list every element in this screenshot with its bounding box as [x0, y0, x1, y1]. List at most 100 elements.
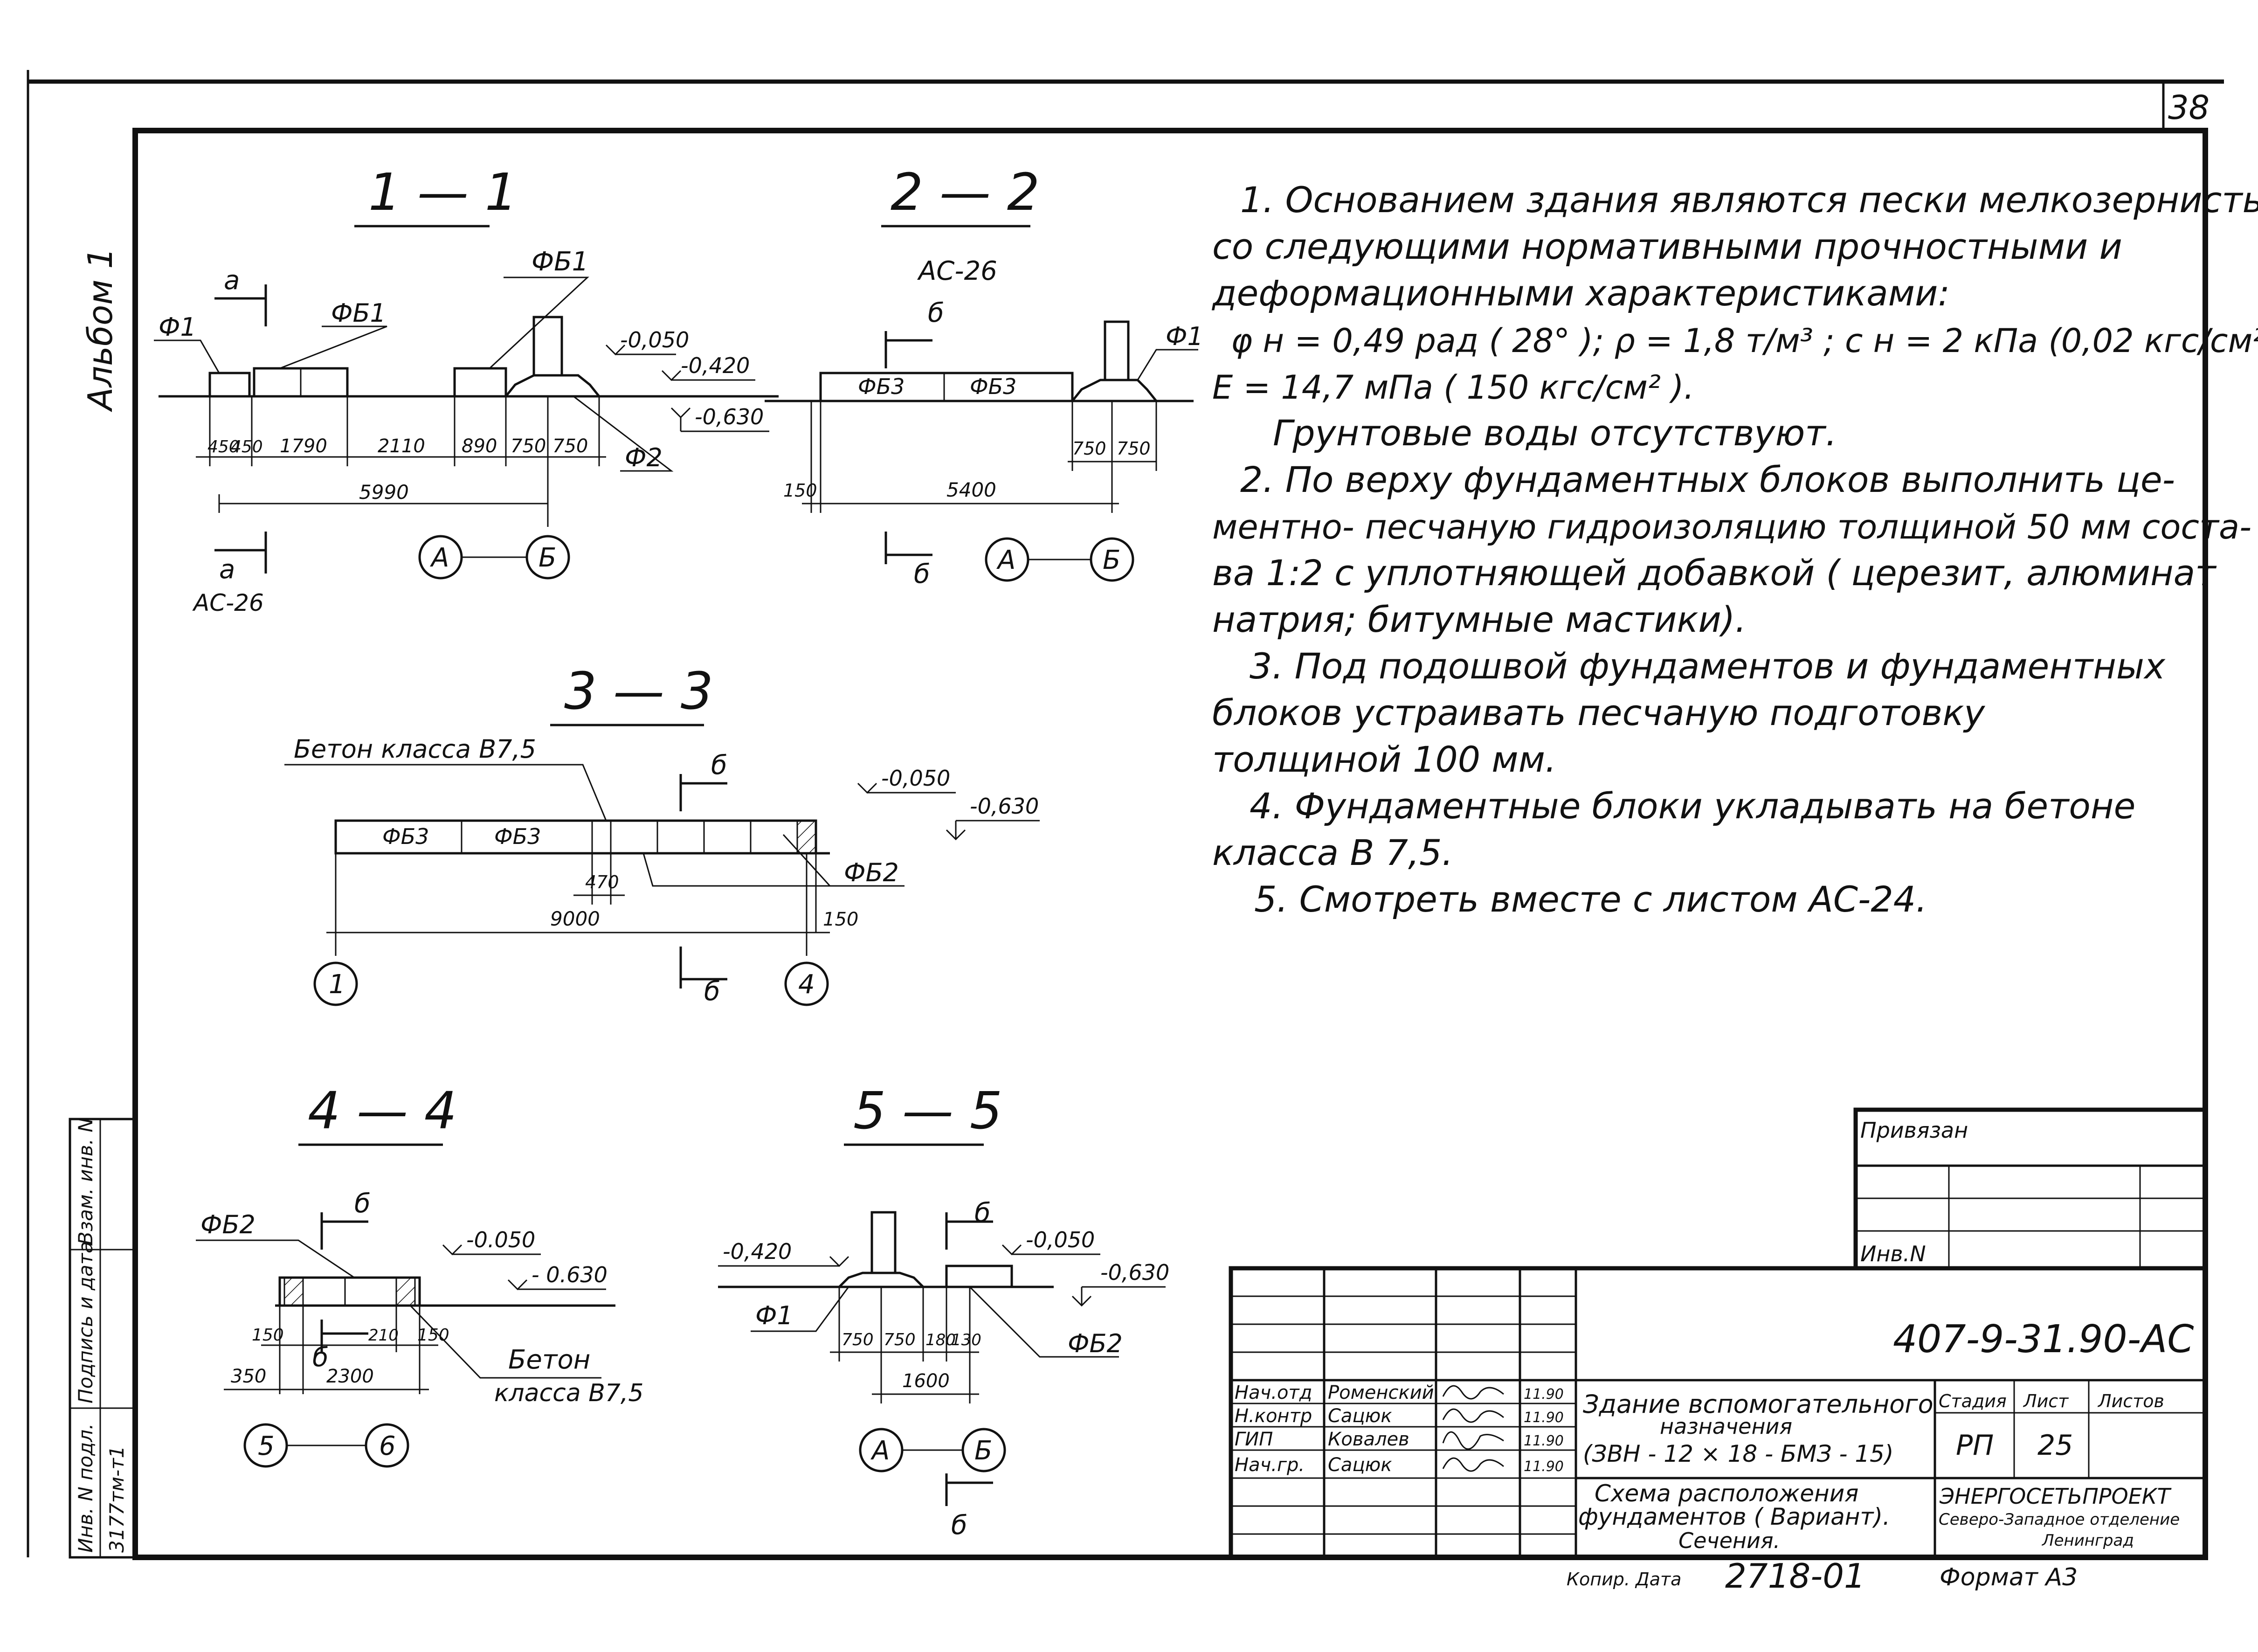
- label-f1: Ф1: [159, 312, 196, 342]
- sheet-frame: 38 Альбом 1: [27, 70, 2224, 1560]
- cut-a-bottom: а: [219, 554, 235, 585]
- dim-9000: 9000: [550, 907, 600, 930]
- elev-050: -0.050: [466, 1227, 535, 1252]
- note-line: натрия; битумные мастики).: [1212, 599, 1747, 640]
- building-name-1: Здание вспомогательного: [1583, 1389, 1933, 1419]
- section-2-2: 2 — 2 АС-26 ФБ3 ФБ3 Ф1 б б 150 5400 750 …: [765, 162, 1203, 589]
- building-name-3: (ЗВН - 12 × 18 - БМЗ - 15): [1583, 1440, 1894, 1467]
- fb2-label: ФБ2: [1068, 1329, 1123, 1358]
- stage-value: РП: [1956, 1429, 1994, 1462]
- bottom-strip: Копир. Дата 2718-01 Формат А3: [1567, 1556, 2078, 1596]
- date-4: 11.90: [1524, 1458, 1564, 1475]
- label-fb1-left: ФБ1: [331, 298, 386, 328]
- drawing-title-2: фундаментов ( Вариант).: [1578, 1503, 1890, 1530]
- signature-mark: [1442, 1431, 1504, 1450]
- date-3: 11.90: [1524, 1433, 1564, 1449]
- cut-a-top: а: [224, 265, 240, 296]
- copied-label: Копир. Дата: [1567, 1569, 1681, 1590]
- axis-a: А: [430, 543, 449, 573]
- dim-5990: 5990: [359, 481, 409, 504]
- elev-420: -0,420: [681, 353, 750, 378]
- cut-b-top: б: [928, 298, 944, 328]
- note-line: деформационными характеристиками:: [1211, 272, 1950, 314]
- left-stamp-number: 3177тм-т1: [105, 1446, 128, 1553]
- drawing-title-1: Схема расположения: [1595, 1480, 1858, 1507]
- dim-890: 890: [462, 435, 497, 457]
- dim-150: 150: [823, 909, 858, 930]
- binding-block: Привязан Инв.N: [1853, 1107, 2208, 1271]
- note-line: 4. Фундаментные блоки укладывать на бето…: [1250, 785, 2135, 827]
- dim-750a: 750: [842, 1330, 874, 1349]
- dim-750b: 750: [1117, 438, 1151, 459]
- fb2-label: ФБ2: [200, 1210, 255, 1239]
- signature-mark: [1442, 1385, 1504, 1400]
- format-label: Формат А3: [1940, 1563, 2078, 1591]
- elev-630: -0,630: [970, 794, 1039, 819]
- elev-050: -0,050: [620, 327, 689, 353]
- section-3-3-title: 3 — 3: [564, 661, 713, 721]
- elev-630: -0,630: [1100, 1260, 1169, 1285]
- dim-5400: 5400: [946, 478, 996, 501]
- org-city: Ленинград: [2041, 1531, 2134, 1550]
- date-1: 11.90: [1524, 1386, 1564, 1403]
- elev-420: -0,420: [723, 1239, 792, 1264]
- fb3-a: ФБ3: [858, 374, 905, 399]
- cut-b-bottom: б: [704, 976, 720, 1007]
- name-3: Ковалев: [1328, 1429, 1409, 1450]
- name-2: Сацюк: [1328, 1405, 1392, 1427]
- axis-a: А: [996, 545, 1015, 575]
- role-1: Нач.отд: [1235, 1382, 1312, 1403]
- dim-210: 210: [368, 1326, 399, 1345]
- section-5-5-title: 5 — 5: [853, 1081, 1002, 1141]
- fb3-b: ФБ3: [970, 374, 1016, 399]
- concrete-label-2: класса В7,5: [494, 1379, 643, 1407]
- dim-450b: 450: [231, 437, 263, 456]
- note-line: Е = 14,7 мПа ( 150 кгс/см² ).: [1212, 368, 1694, 407]
- dim-1790: 1790: [280, 435, 327, 457]
- note-line: ментно- песчаную гидроизоляцию толщиной …: [1212, 507, 2251, 546]
- sheets-header: Листов: [2097, 1391, 2164, 1411]
- dim-750b: 750: [552, 435, 588, 457]
- binding-label: Привязан: [1860, 1118, 1968, 1143]
- section-4-4: 4 — 4 ФБ2 б б -0.050 - 0.630 Бетон класс…: [196, 1081, 643, 1468]
- album-label: Альбом 1: [81, 248, 120, 412]
- elev-050: -0,050: [881, 766, 950, 791]
- date-2: 11.90: [1524, 1410, 1564, 1426]
- section-1-1-title: 1 — 1: [368, 162, 518, 222]
- cut-b-bottom: б: [312, 1342, 329, 1373]
- note-line: 2. По верху фундаментных блоков выполнит…: [1240, 459, 2175, 500]
- dim-750a: 750: [1072, 438, 1106, 459]
- role-2: Н.контр: [1235, 1405, 1312, 1427]
- left-stamp: Инв. N подл. Подпись и дата Взам. инв. N…: [69, 1118, 137, 1559]
- drawing-title-3: Сечения.: [1678, 1528, 1780, 1553]
- title-block: Нач.отд Роменский 11.90 Н.контр Сацюк 11…: [1229, 1266, 2208, 1560]
- inv-no-label: Инв.N: [1860, 1241, 1926, 1266]
- note-line: ва 1:2 с уплотняющей добавкой ( церезит,…: [1212, 552, 2217, 594]
- building-name-2: назначения: [1660, 1414, 1792, 1439]
- org-name: ЭНЕРГОСЕТЬПРОЕКТ: [1939, 1484, 2172, 1509]
- note-line: Грунтовые воды отсутствуют.: [1273, 412, 1837, 454]
- note-line: со следующими нормативными прочностными …: [1212, 226, 2122, 267]
- role-3: ГИП: [1235, 1429, 1273, 1450]
- axis-5: 5: [258, 1431, 275, 1461]
- role-4: Нач.гр.: [1235, 1454, 1305, 1476]
- elev-050: -0,050: [1026, 1227, 1095, 1252]
- dim-750b: 750: [884, 1330, 916, 1349]
- section-5-5: 5 — 5 -0,420 Ф1 б б -0,050 -0,630 ФБ2 75…: [718, 1081, 1169, 1541]
- elev-630: -0,630: [695, 404, 764, 429]
- concrete-label-1: Бетон: [508, 1345, 590, 1375]
- org-branch: Северо-Западное отделение: [1939, 1510, 2180, 1529]
- note-line: 3. Под подошвой фундаментов и фундаментн…: [1250, 645, 2166, 687]
- dim-450a: 450: [207, 437, 240, 456]
- axis-1: 1: [329, 969, 345, 1000]
- dim-150: 150: [783, 480, 817, 501]
- axis-4: 4: [798, 969, 815, 1000]
- note-line: класса В 7,5.: [1212, 832, 1453, 873]
- elev-630: - 0.630: [532, 1262, 608, 1287]
- section-4-4-title: 4 — 4: [308, 1081, 457, 1141]
- dim-750a: 750: [511, 435, 546, 457]
- note-line: 5. Смотреть вместе с листом АС-24.: [1254, 878, 1927, 920]
- dim-350: 350: [231, 1366, 266, 1387]
- cut-b-bottom: б: [914, 559, 930, 589]
